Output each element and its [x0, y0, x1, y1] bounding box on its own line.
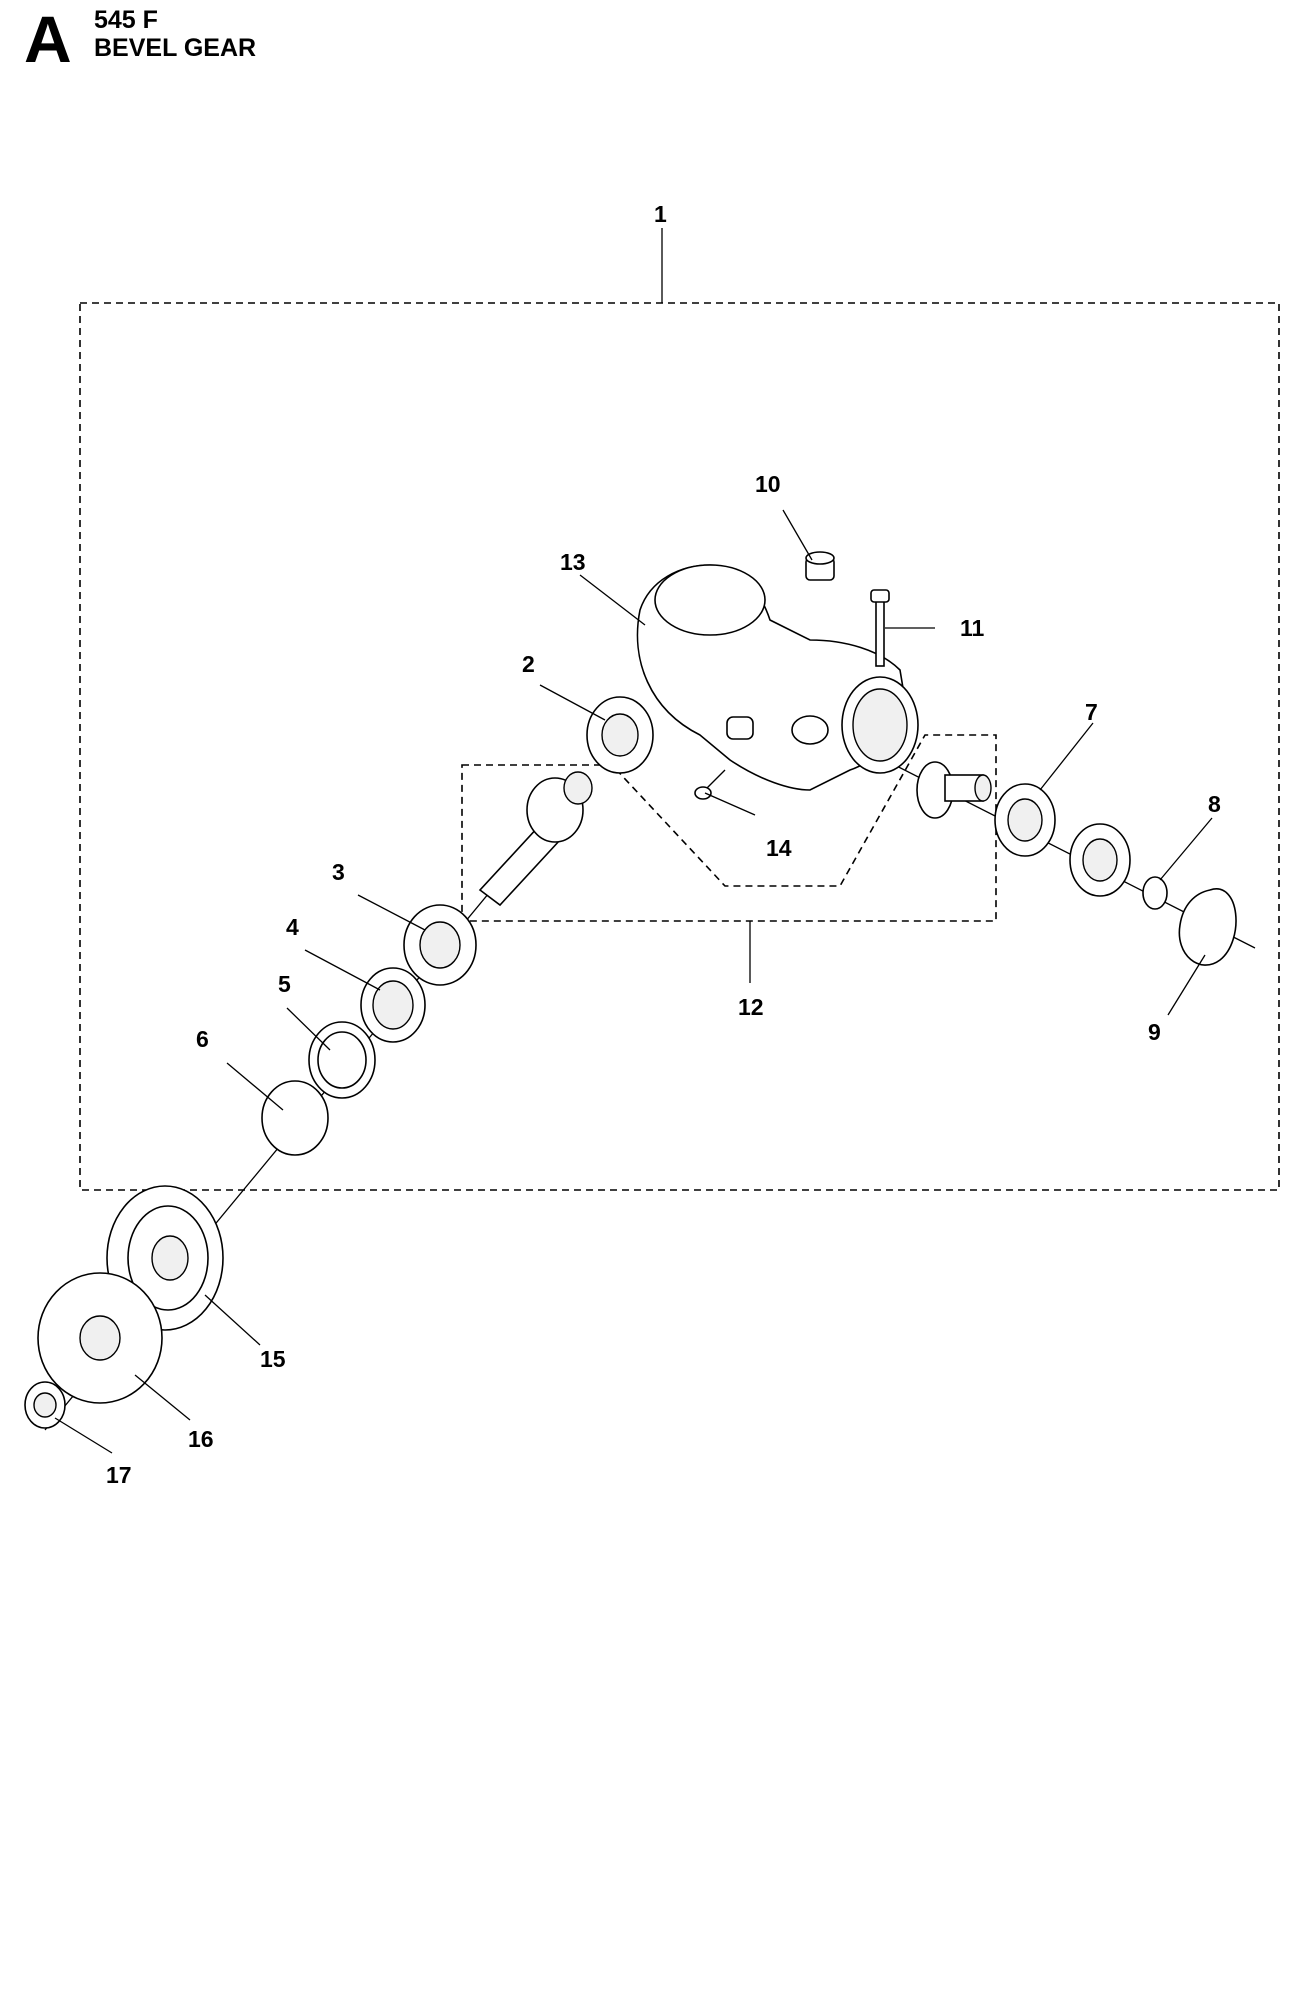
callout-17: 17	[106, 1462, 132, 1488]
support-cup-16	[37, 1272, 163, 1404]
nut-17	[24, 1381, 66, 1429]
callout-3: 3	[332, 859, 345, 885]
section-letter: A	[24, 2, 72, 76]
screw-11	[870, 589, 890, 667]
bearing-2	[586, 696, 654, 774]
diagram-title: BEVEL GEAR	[94, 34, 257, 62]
callout-13: 13	[560, 549, 586, 575]
callout-5: 5	[278, 971, 291, 997]
subassembly-boundary	[461, 734, 997, 922]
callout-10: 10	[755, 471, 781, 497]
callout-2: 2	[522, 651, 535, 677]
retaining-ring-8	[1142, 876, 1168, 910]
bearing-7	[994, 783, 1056, 857]
callout-8: 8	[1208, 791, 1221, 817]
gear-shaft	[478, 771, 593, 907]
callout-16: 16	[188, 1426, 214, 1452]
plug	[805, 551, 835, 581]
callout-1: 1	[654, 201, 667, 227]
leader-lines	[54, 228, 1213, 1454]
callout-9: 9	[1148, 1019, 1161, 1045]
bearing-3	[403, 904, 477, 986]
model-number: 545 F	[94, 6, 158, 34]
assembly-boundary	[79, 302, 1280, 1191]
callout-7: 7	[1085, 699, 1098, 725]
screw-14	[694, 769, 726, 800]
pinion-gear	[916, 761, 992, 819]
callout-11: 11	[960, 615, 985, 641]
callout-6: 6	[196, 1026, 209, 1052]
bearing-7b	[1069, 823, 1131, 897]
gear-housing	[636, 564, 919, 791]
callout-12: 12	[738, 994, 764, 1020]
callout-15: 15	[260, 1346, 286, 1372]
washer-5	[308, 1021, 376, 1099]
circlip-9	[1178, 888, 1237, 966]
callout-14: 14	[766, 835, 792, 861]
snap-ring-6	[261, 1080, 329, 1156]
seal-4	[360, 967, 426, 1043]
callout-4: 4	[286, 914, 299, 940]
